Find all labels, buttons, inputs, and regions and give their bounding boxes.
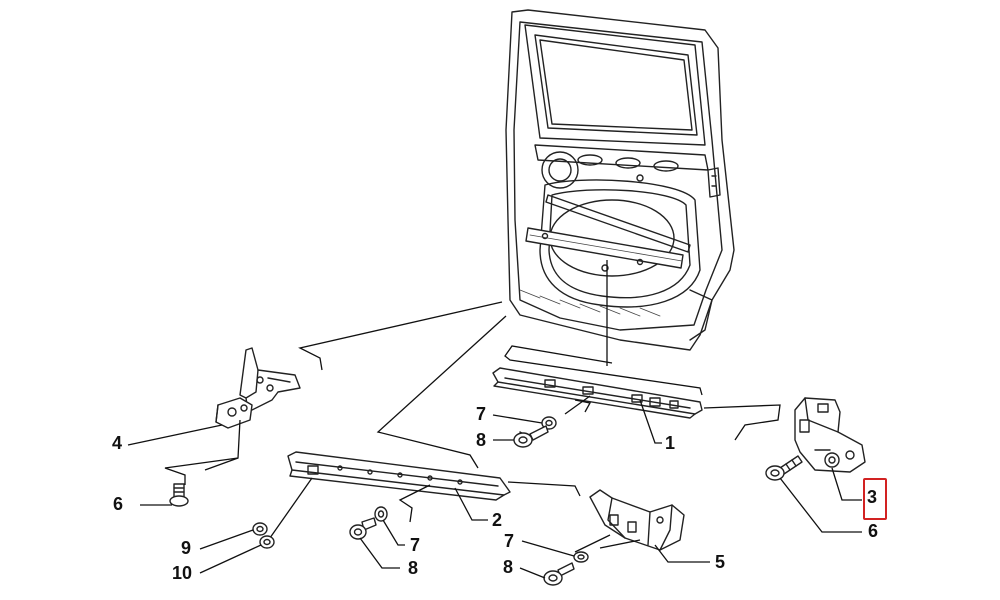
bolt-mid: [349, 517, 377, 540]
callout-9: 9: [181, 538, 192, 558]
callout-3-highlight-box: [863, 478, 887, 520]
assembly-line-to-right-hinge: [703, 404, 781, 441]
rail2-fastener-line-2: [398, 484, 431, 523]
callout-leader-lines: [127, 399, 862, 579]
hinge-fastener-line-2: [164, 457, 239, 485]
callout-8-top: 8: [476, 430, 487, 450]
rail2-fastener-line: [264, 477, 313, 546]
assembly-line-to-upper-rail: [504, 345, 703, 396]
callout-7-top: 7: [476, 404, 487, 424]
bracket-fastener-line-2: [599, 539, 641, 549]
lower-bracket: [589, 489, 685, 551]
washer-mid: [374, 506, 388, 522]
callout-4: 4: [112, 433, 123, 453]
bolt-top: [513, 425, 549, 448]
callout-8-mid: 8: [408, 558, 419, 578]
lower-guide-rail: [287, 451, 511, 501]
callout-10: 10: [172, 563, 193, 583]
rail1-fastener-line-2: [574, 399, 592, 413]
left-hinge: [215, 347, 301, 429]
screw-left: [169, 483, 189, 507]
callout-6-right: 6: [868, 521, 879, 541]
callout-2: 2: [492, 510, 503, 530]
nut-10: [259, 535, 275, 549]
bolt-bottom: [543, 562, 575, 586]
screw-right: [765, 455, 803, 481]
right-hinge: [794, 397, 866, 473]
washer-bottom: [573, 551, 589, 563]
nut-9: [252, 522, 268, 536]
callout-5: 5: [715, 552, 726, 572]
callout-8-bottom: 8: [503, 557, 514, 577]
assembly-line-to-hinge: [298, 301, 503, 371]
upper-guide-rail: [492, 367, 703, 419]
bracket-fastener-line: [574, 534, 611, 553]
rear-door-shell: [505, 9, 735, 351]
callout-6-left: 6: [113, 494, 124, 514]
rail1-fastener-line: [564, 395, 591, 415]
callout-7-bottom: 7: [504, 531, 515, 551]
callout-7-mid: 7: [410, 535, 421, 555]
rail2-to-bracket-line: [507, 481, 581, 497]
callout-3: 3: [867, 487, 878, 507]
callout-1: 1: [665, 433, 676, 453]
assembly-line-to-lower-rail: [376, 315, 507, 469]
